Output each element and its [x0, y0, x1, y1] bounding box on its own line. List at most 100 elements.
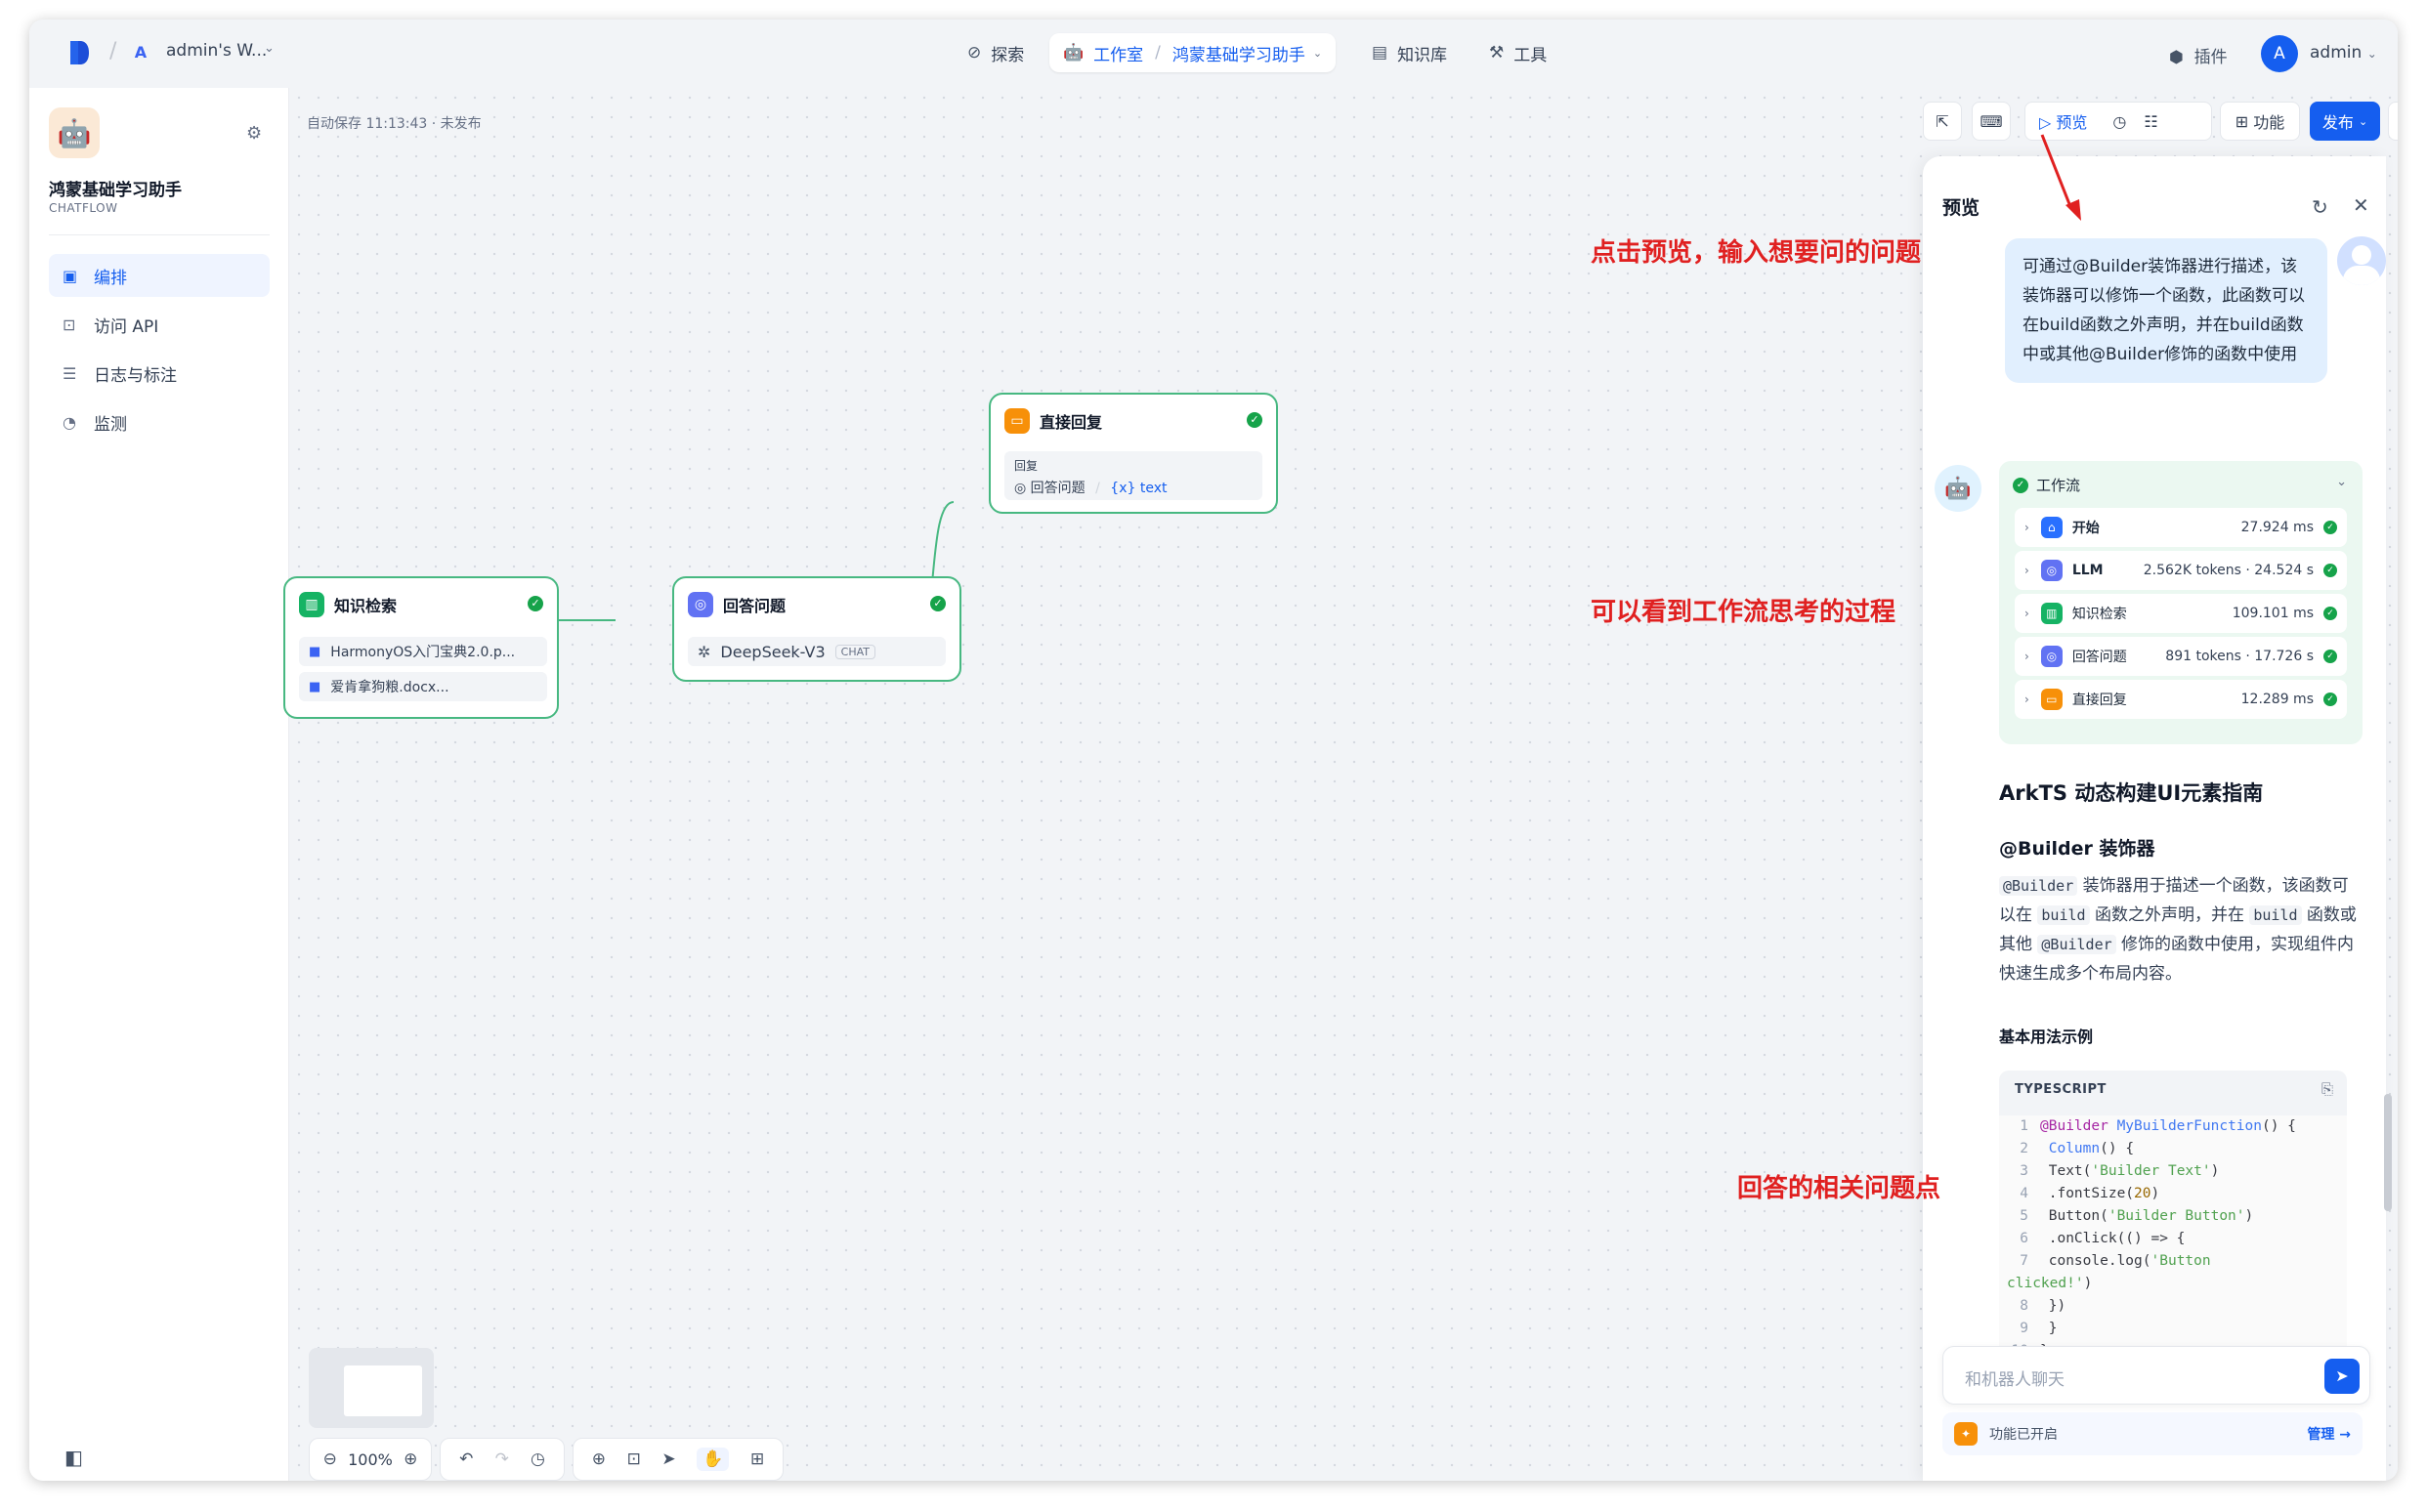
settings-sliders-icon[interactable]: ⚙: [246, 123, 263, 144]
chevron-down-icon[interactable]: ⌄: [264, 41, 275, 56]
undo-icon[interactable]: ↶: [459, 1449, 474, 1469]
sidebar-item-api[interactable]: ⊡ 访问 API: [63, 315, 159, 337]
answer-subheading: @Builder 装饰器: [1999, 838, 2155, 860]
preview-panel: 预览 ↻ ✕ 可通过@Builder装饰器进行描述，该装饰器可以修饰一个函数，此…: [1923, 156, 2386, 1481]
chevron-right-icon: ›: [2024, 521, 2029, 534]
annotation-text: 可以看到工作流思考的过程: [1591, 598, 1896, 627]
success-check-icon: ✓: [2013, 477, 2028, 493]
app-type: CHATFLOW: [49, 201, 118, 215]
zoom-level[interactable]: 100%: [348, 1449, 393, 1469]
sidebar-collapse-icon[interactable]: ◧: [64, 1446, 83, 1469]
copy-icon[interactable]: ⎘: [2321, 1080, 2333, 1098]
top-bar: / A admin's W... ⌄ ⊘ 探索 🤖 工作室 / 鸿蒙基础学习助手…: [29, 20, 2398, 88]
knowledge-file: ■ HarmonyOS入门宝典2.0.p...: [299, 637, 547, 666]
nav-explore[interactable]: ⊘ 探索: [967, 43, 1025, 65]
share-icon[interactable]: ⇱: [1923, 102, 1962, 141]
success-check-icon: ✓: [2323, 521, 2337, 534]
publish-button[interactable]: 发布 ⌄: [2310, 102, 2380, 141]
sidebar: 🤖 ⚙ 鸿蒙基础学习助手 CHATFLOW ▣ 编排 ⊡ 访问 API ☰ 日志…: [29, 88, 289, 1481]
organize-icon[interactable]: ⊞: [749, 1449, 765, 1469]
edge-knowledge-llm: [559, 619, 616, 621]
answer-heading: ArkTS 动态构建UI元素指南: [1999, 781, 2264, 805]
checklist-icon[interactable]: ☷: [2144, 111, 2158, 131]
knowledge-file: ■ 爱肯拿狗粮.docx...: [299, 672, 547, 701]
nav-tools[interactable]: ⚒ 工具: [1489, 43, 1548, 65]
sidebar-item-orchestrate[interactable]: ▣ 编排: [49, 254, 270, 297]
chat-input[interactable]: 和机器人聊天 ➤: [1942, 1346, 2370, 1405]
success-check-icon: ✓: [2323, 693, 2337, 706]
close-icon[interactable]: ✕: [2353, 193, 2369, 217]
sidebar-item-logs[interactable]: ☰ 日志与标注: [63, 363, 177, 386]
autosave-status: 自动保存 11:13:43 · 未发布: [307, 116, 482, 132]
node-llm-answer[interactable]: ◎ 回答问题 ✓ ✲ DeepSeek-V3 CHAT: [672, 576, 961, 682]
variable-icon: {x}: [1110, 481, 1136, 496]
user-name[interactable]: admin ⌄: [2310, 43, 2377, 63]
chevron-down-icon[interactable]: ⌄: [2336, 475, 2347, 489]
workflow-trace: ✓ 工作流 ⌄ › ⌂ 开始 27.924 ms ✓ › ◎ LLM 2.562…: [1999, 461, 2363, 744]
preview-button[interactable]: ▷ 预览: [2039, 113, 2088, 132]
workflow-step[interactable]: › ⌂ 开始 27.924 ms ✓: [2015, 508, 2347, 547]
nav-studio[interactable]: 🤖 工作室 / 鸿蒙基础学习助手 ⌄: [1049, 33, 1337, 72]
workflow-step[interactable]: › ◎ LLM 2.562K tokens · 24.524 s ✓: [2015, 551, 2347, 590]
zoom-in-icon[interactable]: ⊕: [404, 1449, 418, 1469]
pointer-icon[interactable]: ➤: [661, 1449, 676, 1469]
user-message: 可通过@Builder装饰器进行描述，该装饰器可以修饰一个函数，此函数可以在bu…: [2005, 238, 2327, 383]
env-variables-icon[interactable]: ⌨: [1972, 102, 2011, 141]
features-button[interactable]: ⊞ 功能: [2220, 102, 2300, 141]
history-run-icon[interactable]: ◷: [2112, 111, 2127, 131]
preview-toolbar-group: ▷ 预览 ◷ ☷: [2024, 102, 2212, 141]
divider: [49, 234, 270, 235]
success-check-icon: ✓: [528, 596, 543, 611]
feature-icon: ✦: [1954, 1422, 1978, 1446]
sidebar-item-monitor[interactable]: ◔ 监测: [63, 412, 127, 435]
send-icon[interactable]: ➤: [2324, 1359, 2360, 1394]
app-icon: 🤖: [49, 107, 100, 158]
file-list-icon: ☰: [63, 363, 77, 383]
chat-input-placeholder: 和机器人聊天: [1965, 1370, 2065, 1390]
home-icon: ⌂: [2040, 517, 2063, 538]
zoom-out-icon[interactable]: ⊖: [322, 1449, 337, 1469]
workflow-step[interactable]: › ◎ 回答问题 891 tokens · 17.726 s ✓: [2015, 637, 2347, 676]
nav-app-name[interactable]: 鸿蒙基础学习助手: [1171, 45, 1305, 65]
success-check-icon: ✓: [2323, 564, 2337, 577]
annotation-text: 回答的相关问题点: [1737, 1174, 1941, 1203]
success-check-icon: ✓: [1247, 412, 1262, 428]
app-window: / A admin's W... ⌄ ⊘ 探索 🤖 工作室 / 鸿蒙基础学习助手…: [29, 20, 2398, 1481]
book-open-icon: ▥: [2040, 603, 2063, 624]
plugins-button[interactable]: ⬢ 插件: [2169, 48, 2228, 67]
annotation-text: 点击预览，输入想要问的问题: [1591, 238, 1922, 268]
preview-scrollbar[interactable]: [2384, 1094, 2392, 1211]
brain-icon: ◎: [2040, 646, 2063, 667]
minimap[interactable]: [309, 1348, 434, 1428]
workflow-step[interactable]: › ▥ 知识检索 109.101 ms ✓: [2015, 594, 2347, 633]
hand-icon[interactable]: ✋: [697, 1448, 730, 1471]
code-content: 1@Builder MyBuilderFunction() { 2 Column…: [1999, 1115, 2347, 1354]
manage-link[interactable]: 管理 →: [2307, 1427, 2351, 1443]
app-name: 鸿蒙基础学习助手: [49, 181, 182, 200]
version-history-icon[interactable]: ↺: [2388, 102, 2398, 141]
chevron-right-icon: ›: [2024, 693, 2029, 706]
chevron-right-icon: ›: [2024, 564, 2029, 577]
add-note-icon[interactable]: ⊡: [626, 1449, 641, 1469]
add-node-icon[interactable]: ⊕: [591, 1449, 607, 1469]
history-icon[interactable]: ◷: [531, 1449, 545, 1469]
annotation-arrow: [2040, 134, 2081, 221]
chevron-down-icon[interactable]: ⌄: [1312, 46, 1323, 60]
node-direct-answer[interactable]: ▭ 直接回复 ✓ 回复 ◎ 回答问题 / {x} text: [989, 393, 1278, 514]
folder-icon: ■: [309, 679, 321, 694]
code-language: TYPESCRIPT: [2015, 1082, 2107, 1097]
dify-logo-icon[interactable]: [68, 39, 90, 66]
nav-studio-label: 工作室: [1093, 45, 1144, 65]
mode-badge: CHAT: [834, 644, 875, 659]
node-knowledge-retrieval[interactable]: ▥ 知识检索 ✓ ■ HarmonyOS入门宝典2.0.p... ■ 爱肯拿狗粮…: [283, 576, 559, 719]
workspace-name[interactable]: admin's W...: [166, 41, 268, 61]
success-check-icon: ✓: [930, 596, 946, 611]
workflow-step[interactable]: › ▭ 直接回复 12.289 ms ✓: [2015, 680, 2347, 719]
brain-icon: ◎: [2040, 560, 2063, 581]
redo-icon[interactable]: ↷: [494, 1449, 509, 1469]
preview-title: 预览: [1942, 197, 1980, 219]
reply-icon: ▭: [1004, 408, 1030, 434]
nav-knowledge[interactable]: ▤ 知识库: [1372, 43, 1448, 65]
refresh-icon[interactable]: ↻: [2312, 195, 2328, 219]
user-avatar[interactable]: A: [2261, 35, 2298, 72]
